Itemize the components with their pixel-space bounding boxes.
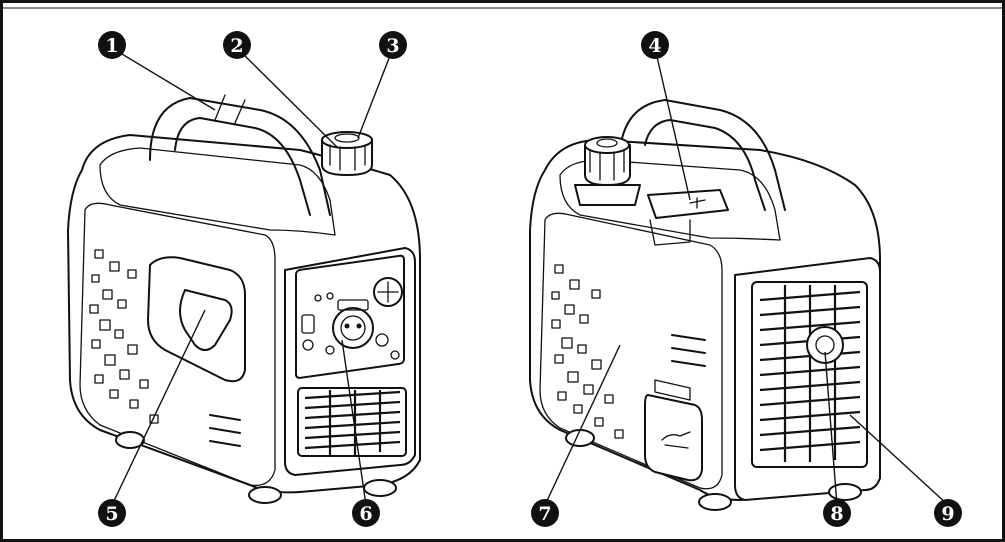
right-side-decor-squares [551, 264, 624, 439]
callout-8: 8 [823, 499, 851, 527]
right-fuel-label [647, 189, 729, 246]
left-recoil-handle [179, 289, 233, 351]
right-fuel-cap [574, 136, 641, 206]
callout-7-label: 7 [538, 503, 551, 525]
leader-9 [849, 414, 949, 506]
right-side-louvers [671, 334, 706, 367]
leader-4 [654, 47, 691, 201]
callout-9-label: 9 [941, 503, 954, 525]
leader-lines [111, 47, 949, 506]
callout-9: 9 [934, 499, 962, 527]
ac-socket-outline [332, 299, 374, 349]
left-foot-2 [248, 486, 282, 504]
right-foot-1 [565, 429, 595, 447]
callout-5-label: 5 [105, 503, 118, 525]
right-carry-handle [619, 99, 786, 211]
left-side-panel [79, 202, 276, 487]
callout-6: 6 [352, 499, 380, 527]
left-side-decor-squares [89, 249, 159, 424]
left-carry-handle [149, 97, 331, 216]
left-lower-vent [297, 387, 407, 457]
leader-6 [341, 339, 367, 506]
leader-3 [357, 47, 394, 139]
leader-7 [544, 344, 621, 506]
callout-4-label: 4 [648, 35, 661, 57]
leader-8 [824, 351, 838, 506]
right-foot-2 [698, 493, 732, 511]
callout-1: 1 [98, 31, 126, 59]
leader-5 [111, 309, 206, 506]
callout-8-label: 8 [830, 503, 843, 525]
callout-3: 3 [379, 31, 407, 59]
control-switches [301, 277, 403, 360]
left-recoil-recess [147, 256, 246, 383]
right-foot-3 [828, 483, 862, 501]
left-handle-grip [214, 94, 246, 124]
callout-2-label: 2 [230, 35, 243, 57]
left-fuel-cap [321, 131, 373, 176]
right-oil-door [644, 379, 703, 482]
callout-6-label: 6 [359, 503, 372, 525]
callout-1-label: 1 [105, 35, 118, 57]
left-foot-1 [115, 431, 145, 449]
callout-3-label: 3 [386, 35, 399, 57]
generator-right [529, 99, 881, 511]
callout-5: 5 [98, 499, 126, 527]
callout-7: 7 [531, 499, 559, 527]
leader-1 [111, 47, 216, 111]
leader-2 [236, 47, 339, 149]
right-exhaust-outlet [806, 326, 844, 364]
left-top-panel [99, 147, 336, 236]
callout-4: 4 [641, 31, 669, 59]
left-side-louvers [209, 414, 241, 447]
callout-2: 2 [223, 31, 251, 59]
left-foot-3 [363, 479, 397, 497]
right-rear-grill [751, 281, 868, 468]
right-side-panel [539, 212, 723, 490]
generator-left [67, 94, 421, 504]
